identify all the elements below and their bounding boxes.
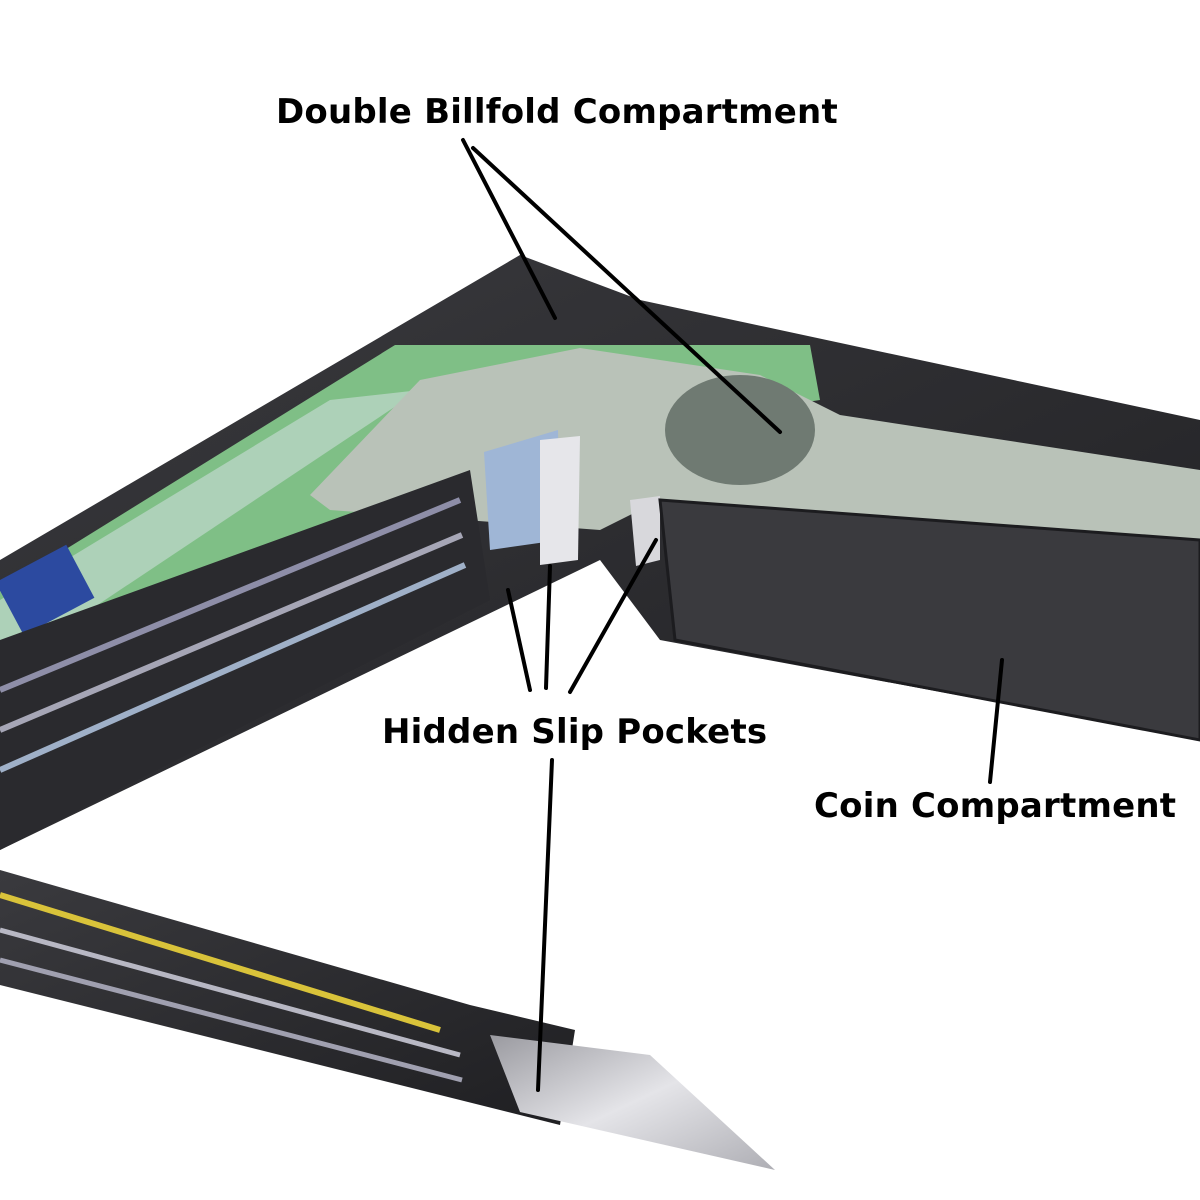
euro-banknote-band <box>0 390 420 660</box>
leader-slip-2 <box>544 564 552 690</box>
leader-billfold-1 <box>461 138 557 320</box>
card-edge-3 <box>0 562 467 773</box>
gold-card-edge <box>0 892 441 1033</box>
leader-slip-3 <box>568 538 658 694</box>
label-hidden-slip-pockets: Hidden Slip Pockets <box>382 712 768 752</box>
leader-coin <box>988 658 1004 784</box>
card-edge-lower-1 <box>0 927 461 1058</box>
coin-compartment-flap <box>658 498 1200 742</box>
eu-flag-icon <box>0 544 95 636</box>
card-edge-1 <box>0 497 462 693</box>
portrait-on-banknote <box>665 375 815 485</box>
label-double-billfold-compartment: Double Billfold Compartment <box>276 92 838 132</box>
card-edge-2 <box>0 532 464 733</box>
wallet-lower-half <box>0 870 575 1125</box>
leader-lines <box>461 138 1004 1092</box>
label-coin-compartment: Coin Compartment <box>814 786 1177 826</box>
steel-card <box>490 1035 775 1170</box>
leader-billfold-2 <box>471 146 782 434</box>
wallet-back-panel <box>0 255 1200 850</box>
slip-pocket-insert <box>540 436 580 565</box>
leader-slip-1 <box>506 588 532 692</box>
leader-slip-4 <box>536 758 554 1092</box>
card-edge-lower-2 <box>0 957 463 1083</box>
